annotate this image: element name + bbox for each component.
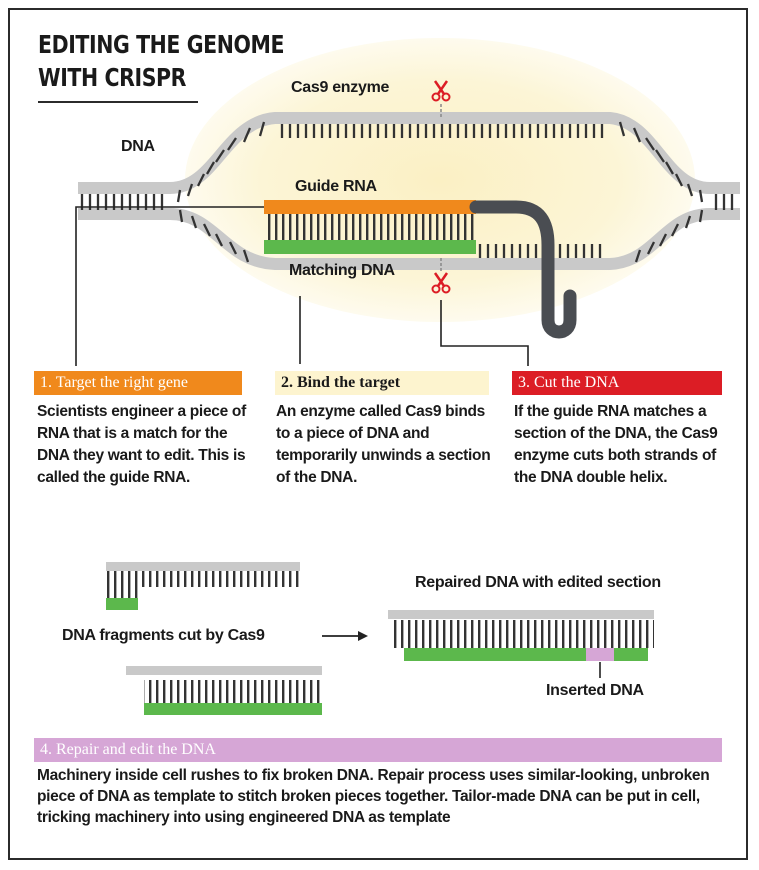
step-1-text: Scientists engineer a piece of RNA that … [37,403,246,486]
guide-rna-strand [264,200,476,214]
step-4-title: 4. Repair and edit the DNA [34,738,722,762]
dna-bottom-strand [78,208,740,270]
step-3-title: 3. Cut the DNA [512,371,722,395]
inserted-dna-label: Inserted DNA [546,682,644,699]
dna-label: DNA [121,138,155,155]
dna-top-rungs [80,121,734,204]
guide-rna-scaffold [469,200,577,339]
matching-dna-strand [264,240,476,254]
dna-fragment-2 [126,666,322,715]
dna-bottom-rungs [80,204,734,263]
scissors-icon [431,80,451,102]
cas9-enzyme-label: Cas9 enzyme [291,79,390,96]
step-3-text: If the guide RNA matches a section of th… [514,403,718,486]
dna-fragment-1 [106,562,300,610]
frame [8,8,748,860]
pairing-rungs [266,214,476,240]
title-rule [38,101,198,103]
scissors-icon [431,272,451,294]
repaired-dna-label: Repaired DNA with edited section [415,574,661,591]
step-4-text: Machinery inside cell rushes to fix brok… [37,767,710,826]
step-1-title: 1. Target the right gene [34,371,242,395]
leader-line-step3 [440,300,529,366]
title-line-2: WITH CRISPR [38,63,187,92]
leader-line-step1 [75,206,264,366]
arrow-right-icon [322,631,368,641]
repaired-dna [388,610,654,661]
dna-top-strand [78,112,740,194]
guide-rna-label: Guide RNA [295,178,377,195]
step-2-title: 2. Bind the target [275,371,489,395]
matching-dna-label: Matching DNA [289,262,395,279]
step-2-text: An enzyme called Cas9 binds to a piece o… [276,403,491,486]
fragments-label: DNA fragments cut by Cas9 [62,627,265,644]
